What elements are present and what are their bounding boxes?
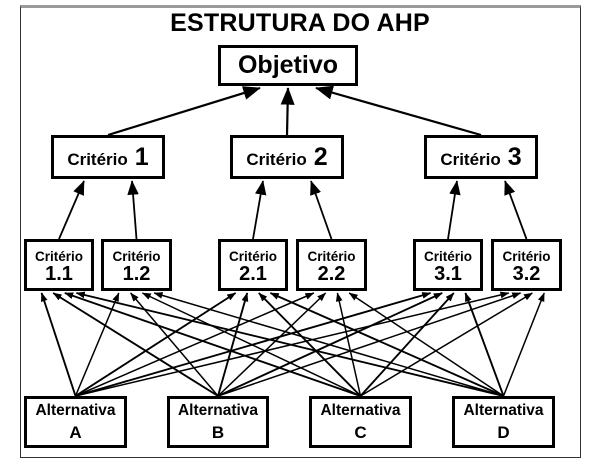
criterion-node-3[interactable]: Critério 3 bbox=[424, 135, 538, 179]
subcriterion-label: Critério bbox=[112, 248, 161, 264]
alternative-number: C bbox=[354, 423, 367, 442]
subcriterion-number: 2.2 bbox=[317, 262, 346, 285]
subcriterion-label: Critério bbox=[423, 248, 472, 264]
alternative-number: A bbox=[69, 423, 82, 442]
subcriterion-label: Critério bbox=[34, 248, 83, 264]
alternative-label: Alternativa bbox=[320, 402, 401, 419]
alternative-label: Alternativa bbox=[463, 402, 544, 419]
subcriterion-number: 2.1 bbox=[239, 262, 267, 285]
alternative-number: B bbox=[211, 423, 225, 442]
criterion-label: Critério bbox=[246, 149, 307, 169]
subcriterion-number: 1.1 bbox=[45, 262, 73, 285]
goal-label: Objetivo bbox=[237, 51, 338, 79]
criterion-label: Critério bbox=[67, 149, 128, 169]
criterion-number: 1 bbox=[134, 142, 149, 171]
criterion-label: Critério bbox=[440, 149, 501, 169]
criterion-number: 3 bbox=[507, 142, 522, 171]
subcriterion-label: Critério bbox=[228, 248, 277, 264]
subcriterion-label: Critério bbox=[307, 248, 356, 264]
alternative-number: D bbox=[497, 423, 510, 442]
subcriterion-number: 3.2 bbox=[512, 262, 541, 285]
subcriterion-number: 1.2 bbox=[122, 262, 151, 285]
goal-node[interactable]: Objetivo bbox=[218, 45, 358, 86]
alternative-label: Alternativa bbox=[35, 402, 116, 419]
criterion-node-2[interactable]: Critério 2 bbox=[230, 135, 344, 179]
alternative-label: Alternativa bbox=[177, 402, 259, 419]
subcriterion-number: 3.1 bbox=[434, 262, 462, 285]
criterion-number: 2 bbox=[313, 142, 328, 171]
criterion-node-1[interactable]: Critério 1 bbox=[51, 135, 165, 179]
subcriterion-label: Critério bbox=[502, 248, 551, 264]
page-title: ESTRUTURA DO AHP bbox=[170, 9, 430, 37]
